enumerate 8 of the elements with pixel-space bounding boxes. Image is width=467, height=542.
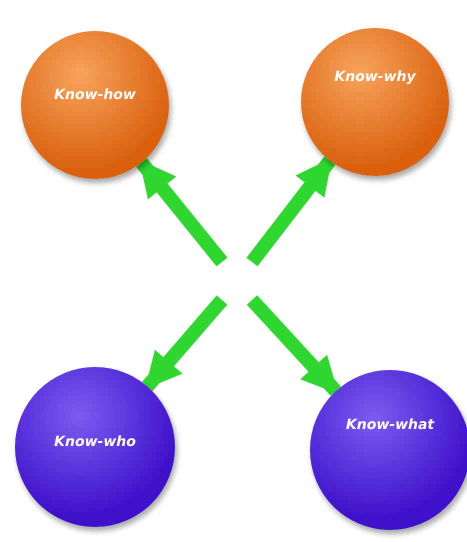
node-label: Know-why [334,69,416,85]
node-label: Know-how [54,87,136,103]
arrow [246,295,341,396]
arrow [246,156,336,266]
node-label: Know-who [54,434,136,450]
arrow [142,295,228,392]
node-label: Know-what [346,417,434,433]
arrow [136,158,228,266]
